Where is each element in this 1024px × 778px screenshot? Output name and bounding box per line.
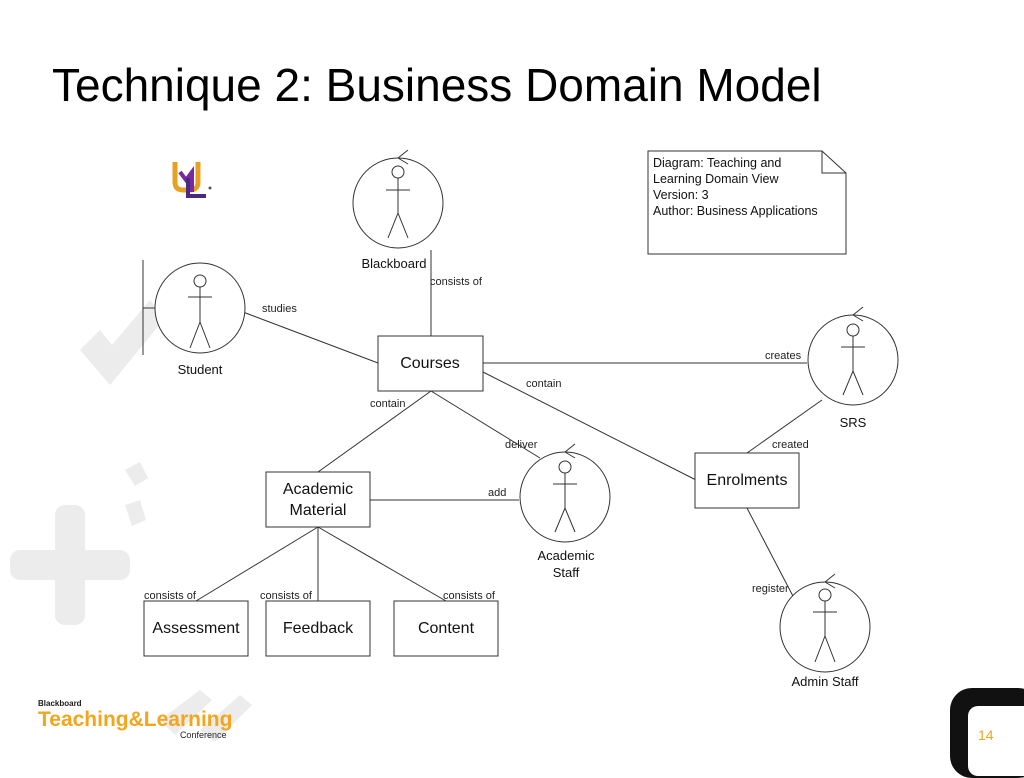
- page-number-tab-inner: [968, 706, 1024, 776]
- actor-icon: [142, 260, 246, 355]
- entity-label: Material: [290, 502, 347, 519]
- assoc-courses-staff: [430, 390, 541, 459]
- entity-content: [393, 600, 499, 657]
- assoc-srs-enrolments: [746, 399, 823, 454]
- note-fold-icon: [821, 151, 846, 174]
- logo-brand-main: Teaching&Learning: [38, 708, 233, 731]
- slide-title: Technique 2: Business Domain Model: [52, 59, 822, 111]
- actor-label-srs: SRS: [840, 415, 867, 430]
- assoc-courses-material: [317, 390, 432, 473]
- actor-label-academic-staff: Academic: [537, 548, 595, 563]
- label-contain: contain: [370, 398, 405, 410]
- entity-label: Courses: [400, 355, 460, 372]
- note-line: Version: 3: [653, 188, 709, 202]
- entity-academic-material: [265, 471, 371, 528]
- conference-logo: Blackboard Teaching&Learning Conference: [38, 700, 232, 740]
- actor-icon: [779, 573, 871, 673]
- logo-brand-top: Blackboard: [38, 699, 82, 708]
- label-register: register: [752, 583, 789, 595]
- note-line: Learning Domain View: [653, 172, 780, 186]
- actor-label-admin-staff: Admin Staff: [792, 674, 859, 689]
- assoc-material-content: [317, 526, 447, 602]
- actor-icon: [807, 306, 899, 406]
- label-creates: creates: [765, 350, 802, 362]
- label-deliver: deliver: [505, 439, 538, 451]
- diagram-note: Diagram: Teaching and Learning Domain Vi…: [647, 150, 847, 255]
- label-consists-of: consists of: [443, 590, 496, 602]
- label-add: add: [488, 487, 506, 499]
- assoc-student-courses: [242, 311, 379, 364]
- actor-icon: [519, 443, 611, 543]
- logo-brand-sub: Conference: [179, 730, 227, 740]
- entity-courses: [377, 335, 484, 392]
- label-created: created: [772, 439, 809, 451]
- entity-label: Academic: [283, 481, 353, 498]
- assoc-enrolments-admin: [746, 507, 796, 601]
- label-consists-of: consists of: [144, 590, 197, 602]
- entity-assessment: [143, 600, 249, 657]
- label-consists-of: consists of: [260, 590, 313, 602]
- label-consists-of: consists of: [430, 276, 483, 288]
- note-line: Diagram: Teaching and: [653, 156, 781, 170]
- assoc-material-assessment: [195, 526, 319, 602]
- uml-logo-icon: [172, 162, 212, 198]
- entity-label: Feedback: [283, 620, 354, 637]
- entity-label: Content: [418, 620, 475, 637]
- actor-icon: [352, 149, 444, 249]
- note-line: Author: Business Applications: [653, 204, 818, 218]
- actor-label-blackboard: Blackboard: [361, 256, 426, 271]
- entity-label: Enrolments: [707, 472, 788, 489]
- assoc-courses-enrolments: [482, 371, 697, 481]
- entity-label: Assessment: [152, 620, 240, 637]
- label-contain: contain: [526, 378, 561, 390]
- entity-enrolments: [694, 452, 800, 509]
- watermark-decoration: [10, 300, 252, 742]
- label-studies: studies: [262, 303, 297, 315]
- actor-label-student: Student: [178, 362, 223, 377]
- page-number: 14: [978, 727, 994, 743]
- actor-label-academic-staff: Staff: [553, 565, 580, 580]
- entity-feedback: [265, 600, 371, 657]
